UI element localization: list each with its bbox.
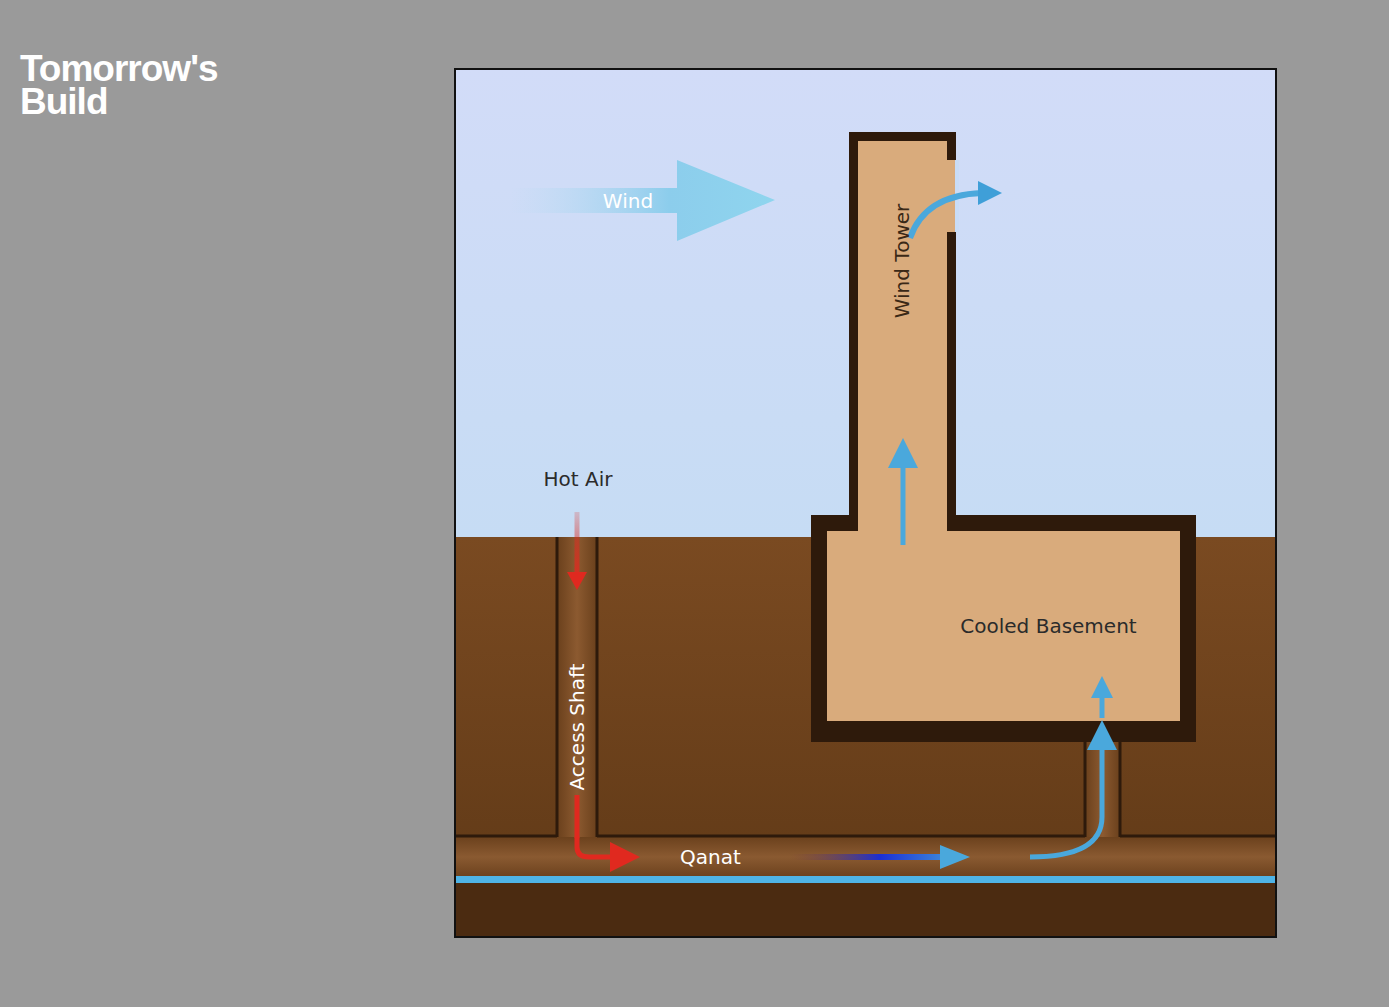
qanat-tunnel: Qanat [455,838,1276,876]
airflow-arrow [577,837,625,857]
wind-label: Wind [603,189,653,213]
cooled-basement: Cooled Basement [827,531,1180,721]
node-label: Cooled Basement [960,614,1136,638]
airflow-arrow [901,453,906,545]
node-label: Access Shaft [565,664,589,791]
airflow-arrow [1030,735,1102,857]
node-label: Wind Tower [891,204,915,319]
wind-tower: Wind Tower [858,141,947,531]
access-shaft: Access Shaft [557,537,597,837]
node-label: Qanat [680,845,741,869]
hot-air-label: Hot Air [544,467,613,491]
brand-logo: Tomorrow's Build [20,52,235,119]
